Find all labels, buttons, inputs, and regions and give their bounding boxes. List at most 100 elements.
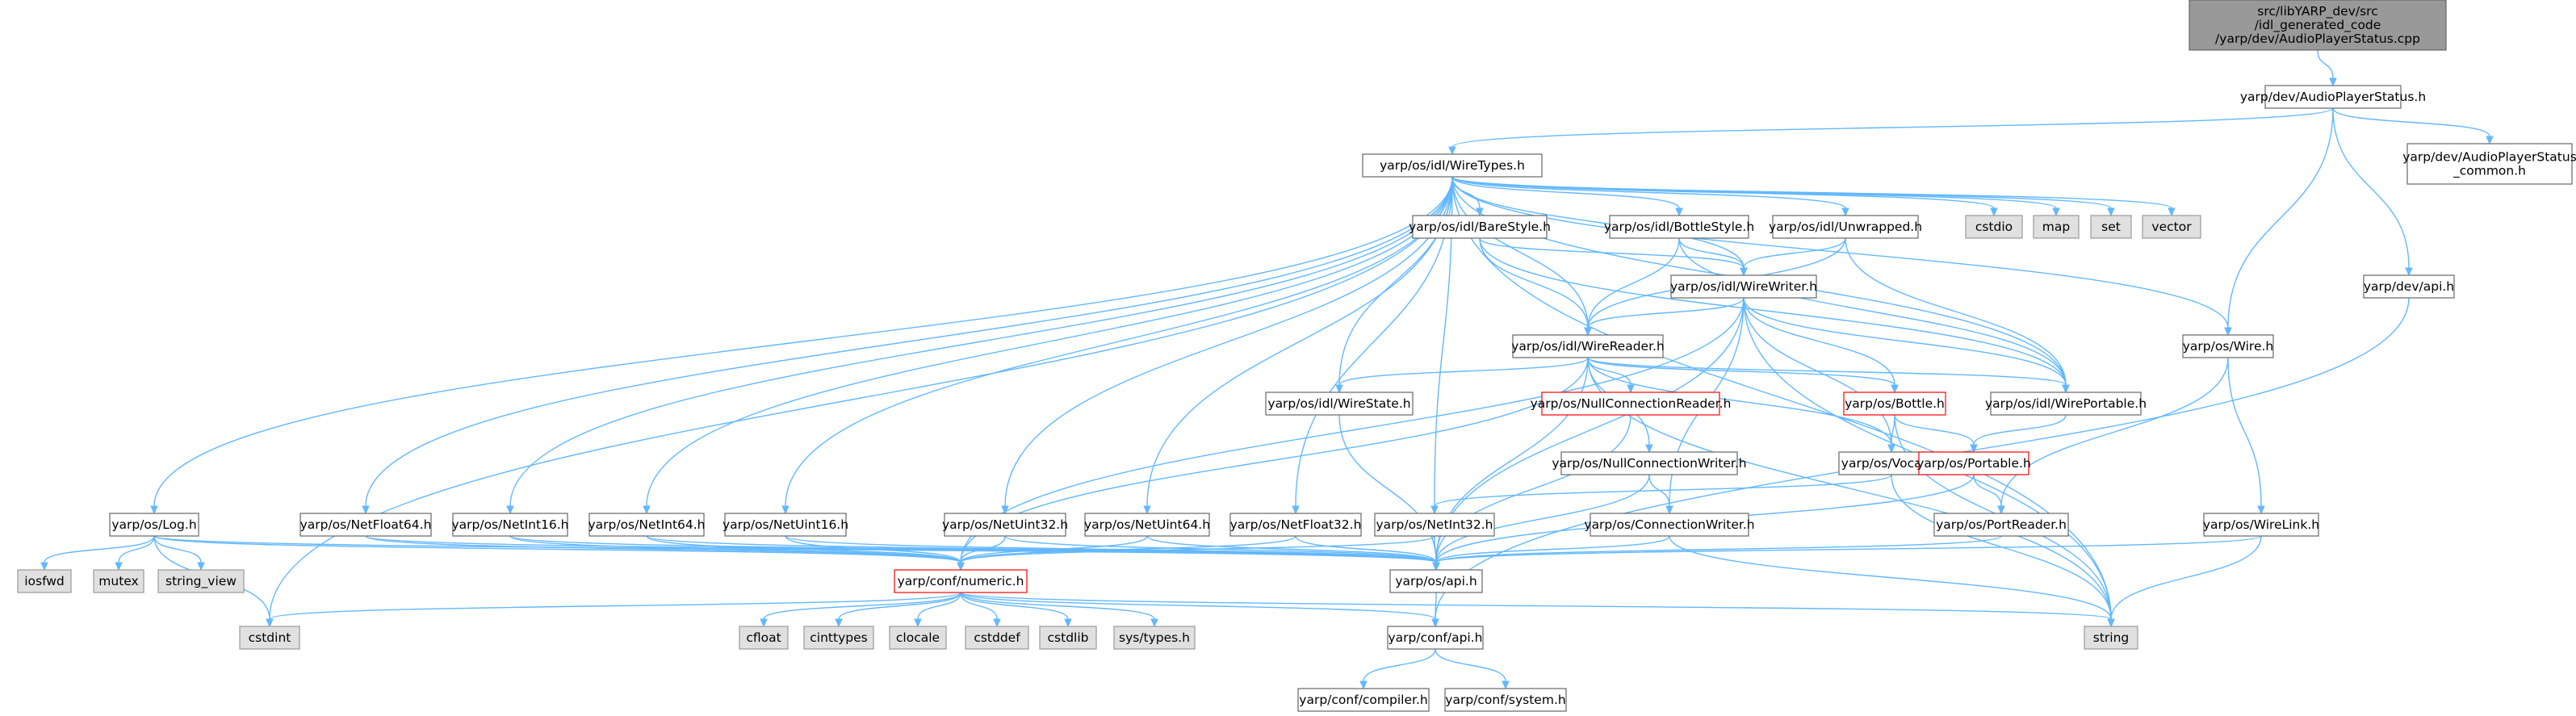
node-cstdlib: cstdlib [1039, 626, 1097, 650]
node-clocale: clocale [889, 626, 947, 650]
node-aps_common[interactable]: yarp/dev/AudioPlayerStatus_common.h [2402, 143, 2576, 185]
nodes-layer: src/libYARP_dev/src/idl_generated_code/y… [17, 0, 2576, 712]
node-label: yarp/conf/numeric.h [898, 574, 1024, 588]
node-wirewriter[interactable]: yarp/os/idl/WireWriter.h [1670, 274, 1817, 299]
node-label: yarp/os/ConnectionWriter.h [1584, 517, 1754, 532]
edge-wiretypes-to-wirereader [1451, 176, 1592, 337]
node-label: cfloat [746, 630, 781, 645]
node-set: set [2090, 215, 2132, 239]
node-bottle[interactable]: yarp/os/Bottle.h [1843, 391, 1946, 416]
node-os_api[interactable]: yarp/os/api.h [1389, 569, 1483, 593]
edge-wirereader-to-bottle [1587, 357, 1899, 394]
node-netint64[interactable]: yarp/os/NetInt64.h [588, 513, 706, 537]
node-label: yarp/os/idl/Unwrapped.h [1769, 220, 1922, 234]
edge-conf_api-to-system [1435, 648, 1510, 690]
node-label: string_view [165, 574, 237, 589]
node-conf_api[interactable]: yarp/conf/api.h [1387, 626, 1484, 650]
node-root[interactable]: src/libYARP_dev/src/idl_generated_code/y… [2189, 0, 2447, 51]
node-label: set [2101, 220, 2121, 234]
node-netint32[interactable]: yarp/os/NetInt32.h [1374, 513, 1495, 537]
edge-wiretypes-to-vector [1451, 176, 2176, 217]
node-nullconnwriter[interactable]: yarp/os/NullConnectionWriter.h [1552, 451, 1747, 475]
node-label: yarp/os/Wire.h [2183, 339, 2274, 354]
node-label: cstdlib [1048, 630, 1089, 645]
node-wirestate[interactable]: yarp/os/idl/WireState.h [1265, 391, 1414, 416]
node-netfloat32[interactable]: yarp/os/NetFloat32.h [1229, 513, 1362, 537]
node-systypes: sys/types.h [1113, 626, 1196, 650]
node-label: yarp/os/api.h [1395, 574, 1476, 588]
node-portreader[interactable]: yarp/os/PortReader.h [1933, 513, 2069, 537]
edge-wiretypes-to-netint64 [643, 176, 1453, 515]
edge-barestyle-to-wirereader [1479, 237, 1592, 337]
edge-wirestate-to-os_api [1338, 414, 1440, 572]
node-label: yarp/os/idl/WireWriter.h [1670, 279, 1817, 294]
node-netint16[interactable]: yarp/os/NetInt16.h [451, 513, 569, 537]
edge-aps_h-to-dev_api [2332, 107, 2413, 277]
node-netuint64[interactable]: yarp/os/NetUint64.h [1084, 513, 1210, 537]
node-barestyle[interactable]: yarp/os/idl/BareStyle.h [1409, 215, 1551, 239]
node-cstdint: cstdint [239, 626, 300, 650]
node-label: cstdint [249, 630, 291, 645]
node-log[interactable]: yarp/os/Log.h [109, 513, 199, 537]
node-label: yarp/os/idl/BareStyle.h [1409, 220, 1551, 234]
edge-bottle-to-vocab [1887, 414, 1895, 454]
node-netfloat64[interactable]: yarp/os/NetFloat64.h [299, 513, 432, 537]
node-cfloat: cfloat [739, 626, 789, 650]
node-label: cstdio [1975, 220, 2013, 234]
node-compiler[interactable]: yarp/conf/compiler.h [1297, 688, 1430, 712]
edge-numeric-to-clocale [914, 592, 961, 628]
edge-wirereader-to-wireportable [1587, 357, 2070, 394]
node-nullconnreader[interactable]: yarp/os/NullConnectionReader.h [1531, 391, 1732, 416]
node-cinttypes: cinttypes [803, 626, 874, 650]
node-vector: vector [2142, 215, 2201, 239]
node-map: map [2033, 215, 2080, 239]
edge-netint32-to-numeric [957, 535, 1435, 572]
node-aps_h[interactable]: yarp/dev/AudioPlayerStatus.h [2240, 85, 2426, 109]
node-dev_api[interactable]: yarp/dev/api.h [2363, 274, 2455, 299]
edge-unwrapped-to-wirewriter [1740, 237, 1846, 277]
edge-aps_h-to-wire [2224, 107, 2334, 337]
edge-conf_api-to-compiler [1359, 648, 1436, 690]
node-label: yarp/os/NetUint64.h [1084, 517, 1210, 532]
node-label: yarp/os/Portable.h [1916, 456, 2031, 471]
edge-bottle-to-portable [1894, 414, 1978, 454]
node-iosfwd: iosfwd [17, 569, 72, 593]
node-label: yarp/dev/AudioPlayerStatus.h [2240, 90, 2426, 104]
node-netuint16[interactable]: yarp/os/NetUint16.h [723, 513, 848, 537]
node-label: yarp/os/idl/WirePortable.h [1985, 396, 2147, 411]
node-system[interactable]: yarp/conf/system.h [1444, 688, 1567, 712]
node-numeric[interactable]: yarp/conf/numeric.h [894, 569, 1028, 593]
node-label: src/libYARP_dev/src [2257, 4, 2377, 19]
node-bottlestyle[interactable]: yarp/os/idl/BottleStyle.h [1604, 215, 1754, 239]
node-label: yarp/os/idl/WireTypes.h [1380, 158, 1525, 173]
edge-numeric-to-cinttypes [835, 592, 961, 628]
node-label: yarp/os/WireLink.h [2203, 517, 2319, 532]
node-netuint32[interactable]: yarp/os/NetUint32.h [942, 513, 1068, 537]
node-connwriter[interactable]: yarp/os/ConnectionWriter.h [1584, 513, 1755, 537]
node-label: yarp/os/NetFloat32.h [1230, 517, 1362, 532]
edge-log-to-mutex [115, 535, 155, 572]
node-unwrapped[interactable]: yarp/os/idl/Unwrapped.h [1769, 215, 1922, 239]
edge-wiretypes-to-netfloat64 [362, 176, 1453, 515]
node-wire[interactable]: yarp/os/Wire.h [2182, 334, 2274, 358]
node-label: yarp/os/idl/BottleStyle.h [1604, 220, 1754, 234]
edge-os_api-to-conf_api [1431, 592, 1439, 628]
edge-wirelink-to-string [2107, 535, 2262, 628]
node-label: yarp/os/Bottle.h [1845, 396, 1945, 411]
edge-wiretypes-to-netuint32 [1001, 176, 1453, 515]
node-string: string [2084, 626, 2138, 650]
node-wirereader[interactable]: yarp/os/idl/WireReader.h [1511, 334, 1665, 358]
node-label: yarp/dev/AudioPlayerStatus [2402, 150, 2576, 165]
node-wireportable[interactable]: yarp/os/idl/WirePortable.h [1985, 391, 2147, 416]
node-label: vector [2151, 220, 2192, 234]
node-label: map [2042, 220, 2070, 234]
node-label: string [2093, 630, 2130, 645]
node-label: cstddef [974, 630, 1020, 645]
node-wiretypes[interactable]: yarp/os/idl/WireTypes.h [1362, 153, 1543, 178]
node-mutex: mutex [93, 569, 145, 593]
node-wirelink[interactable]: yarp/os/WireLink.h [2203, 513, 2319, 537]
node-label: yarp/os/NetUint32.h [942, 517, 1068, 532]
node-portable[interactable]: yarp/os/Portable.h [1916, 451, 2031, 475]
edge-wire-to-portreader [1997, 357, 2229, 515]
edge-wireportable-to-portable [1970, 414, 2067, 454]
